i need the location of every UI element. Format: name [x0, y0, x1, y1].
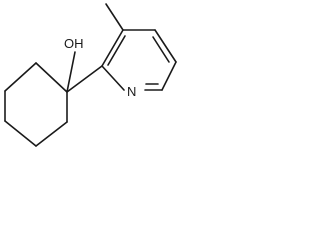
bond-pyridine-c4-c5: [154, 29, 177, 63]
bond-c-oh: [66, 51, 76, 93]
ring-nitrogen-label: N: [127, 84, 136, 99]
bond-c-pyridine: [66, 65, 103, 93]
bond-methyl: [105, 3, 124, 31]
bond-cyclohexane-1: [35, 62, 68, 93]
bond-pyridine-c5-c6: [161, 61, 177, 91]
cyclohexane-ring: [4, 62, 68, 147]
bond-pyridine-n-c2: [101, 65, 125, 91]
bond-cyclohexane-2: [4, 62, 37, 92]
bond-pyridine-c4-c5-inner: [152, 36, 170, 63]
chemical-structure: OH N: [4, 3, 177, 147]
hydroxyl-label: OH: [64, 36, 84, 51]
bond-pyridine-c2-c3: [101, 29, 124, 67]
pyridine-ring: [101, 29, 177, 91]
bond-pyridine-c2-c3-inner: [107, 35, 126, 66]
bond-cyclohexane-4: [4, 120, 37, 147]
bond-cyclohexane-5: [35, 121, 68, 147]
